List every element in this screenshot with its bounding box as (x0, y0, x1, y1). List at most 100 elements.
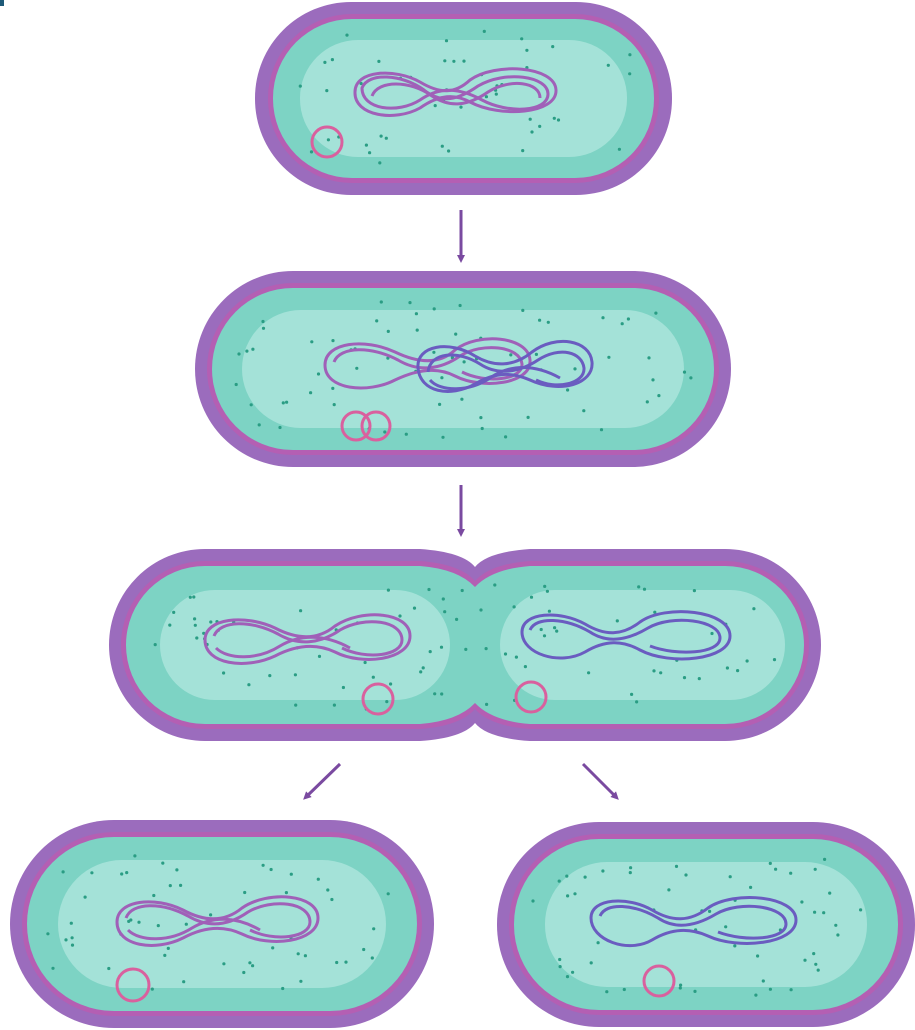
ribosome-dot (527, 416, 530, 419)
ribosome-dot (637, 585, 640, 588)
ribosome-dot (222, 962, 225, 965)
ribosome-dot (415, 312, 418, 315)
ribosome-dot (823, 858, 826, 861)
ribosome-dot (375, 319, 378, 322)
ribosome-dot (513, 605, 516, 608)
ribosome-dot (250, 403, 253, 406)
ribosome-dot (710, 632, 713, 635)
ribosome-dot (769, 862, 772, 865)
ribosome-dot (434, 104, 437, 107)
ribosome-dot (623, 988, 626, 991)
ribosome-dot (834, 924, 837, 927)
ribosome-dot (481, 427, 484, 430)
ribosome-dot (262, 864, 265, 867)
ribosome-dot (565, 875, 568, 878)
ribosome-dot (693, 589, 696, 592)
ribosome-dot (443, 59, 446, 62)
ribosome-dot (294, 704, 297, 707)
ribosome-dot (389, 682, 392, 685)
ribosome-dot (309, 391, 312, 394)
ribosome-dot (607, 64, 610, 67)
ribosome-dot (551, 45, 554, 48)
cell-stage-3 (109, 549, 821, 741)
ribosome-dot (385, 137, 388, 140)
ribosome-dot (558, 958, 561, 961)
ribosome-dot (803, 959, 806, 962)
ribosome-dot (120, 872, 123, 875)
ribosome-dot (629, 871, 632, 874)
ribosome-dot (137, 921, 140, 924)
ribosome-dot (607, 356, 610, 359)
ribosome-dot (405, 433, 408, 436)
ribosome-dot (251, 348, 254, 351)
ribosome-dot (571, 971, 574, 974)
ribosome-dot (331, 339, 334, 342)
ribosome-dot (675, 865, 678, 868)
cytoplasm-inner (242, 310, 684, 428)
ribosome-dot (600, 428, 603, 431)
ribosome-dot (440, 646, 443, 649)
ribosome-dot (282, 401, 285, 404)
ribosome-dot (485, 703, 488, 706)
ribosome-dot (299, 609, 302, 612)
ribosome-dot (616, 619, 619, 622)
ribosome-dot (152, 894, 155, 897)
ribosome-dot (387, 892, 390, 895)
ribosome-dot (543, 585, 546, 588)
ribosome-dot (459, 304, 462, 307)
ribosome-dot (646, 400, 649, 403)
ribosome-dot (151, 988, 154, 991)
ribosome-dot (463, 360, 466, 363)
ribosome-dot (693, 990, 696, 993)
ribosome-dot (189, 596, 192, 599)
ribosome-dot (679, 984, 682, 987)
ribosome-dot (529, 118, 532, 121)
ribosome-dot (582, 409, 585, 412)
ribosome-dot (62, 870, 65, 873)
cytoplasm-inner-right (500, 590, 785, 700)
daughter-cell-left (10, 820, 434, 1028)
ribosome-dot (378, 161, 381, 164)
ribosome-dot (441, 145, 444, 148)
ribosome-dot (317, 372, 320, 375)
ribosome-dot (597, 941, 600, 944)
ribosome-dot (726, 666, 729, 669)
ribosome-dot (683, 676, 686, 679)
ribosome-dot (814, 868, 817, 871)
ribosome-dot (310, 340, 313, 343)
ribosome-dot (454, 333, 457, 336)
ribosome-dot (368, 151, 371, 154)
ribosome-dot (325, 89, 328, 92)
ribosome-dot (452, 60, 455, 63)
ribosome-dot (355, 367, 358, 370)
ribosome-dot (573, 367, 576, 370)
ribosome-dot (628, 72, 631, 75)
ribosome-dot (733, 944, 736, 947)
ribosome-dot (127, 920, 130, 923)
ribosome-dot (479, 608, 482, 611)
ribosome-dot (817, 969, 820, 972)
ribosome-dot (107, 967, 110, 970)
ribosome-dot (209, 620, 212, 623)
ribosome-dot (323, 61, 326, 64)
ribosome-dot (270, 868, 273, 871)
ribosome-dot (157, 924, 160, 927)
ribosome-dot (333, 403, 336, 406)
ribosome-dot (605, 990, 608, 993)
ribosome-dot (195, 636, 198, 639)
ribosome-dot (790, 988, 793, 991)
ribosome-dot (746, 659, 749, 662)
ribosome-dot (530, 130, 533, 133)
ribosome-dot (387, 330, 390, 333)
ribosome-dot (326, 888, 329, 891)
ribosome-dot (261, 320, 264, 323)
ribosome-dot (422, 666, 425, 669)
ribosome-dot (237, 352, 240, 355)
ribosome-dot (429, 650, 432, 653)
ribosome-dot (553, 117, 556, 120)
ribosome-dot (318, 655, 321, 658)
ribosome-dot (344, 961, 347, 964)
cell-stage-1 (255, 2, 672, 195)
ribosome-dot (483, 30, 486, 33)
